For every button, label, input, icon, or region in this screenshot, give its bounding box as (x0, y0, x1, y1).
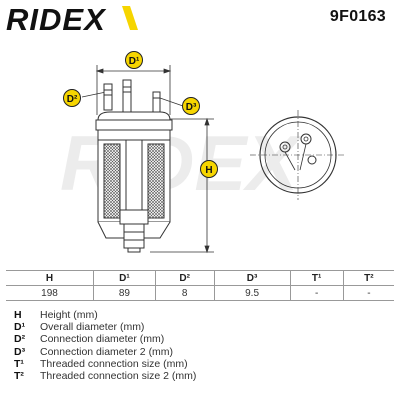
svg-text:D¹: D¹ (129, 56, 140, 67)
filter-side-view (95, 79, 173, 253)
svg-text:D²: D² (67, 94, 78, 105)
svg-text:D³: D³ (186, 102, 197, 113)
spec-header-row: H D¹ D² D³ T¹ T² (6, 270, 394, 286)
logo-accent (122, 6, 138, 30)
legend-item: D² Connection diameter (mm) (14, 333, 196, 345)
header-d1: D¹ (93, 270, 156, 286)
legend-text: Connection diameter 2 (mm) (40, 345, 174, 358)
legend-item: D¹ Overall diameter (mm) (14, 321, 196, 333)
header-t1: T¹ (289, 270, 344, 286)
spec-table: H D¹ D² D³ T¹ T² 198 89 8 9.5 - - (6, 270, 394, 301)
d3-leader (159, 97, 184, 107)
legend-symbol: T² (14, 370, 24, 383)
d2-leader (81, 91, 107, 98)
value-t2: - (342, 285, 394, 301)
legend-item: T¹ Threaded connection size (mm) (14, 358, 196, 370)
badge-d3: D³ (182, 97, 200, 115)
legend-text: Overall diameter (mm) (40, 321, 145, 334)
spec-value-row: 198 89 8 9.5 - - (6, 285, 394, 301)
legend-symbol: T¹ (14, 357, 24, 370)
legend-text: Threaded connection size (mm) (40, 357, 188, 370)
svg-text:H: H (205, 165, 212, 176)
legend-item: H Height (mm) (14, 309, 196, 321)
d1-dimension (95, 65, 172, 115)
badge-h: H (200, 160, 218, 178)
header-t2: T² (342, 270, 394, 286)
ridex-logo: RIDEX (6, 2, 138, 36)
logo-text: RIDEX (6, 2, 107, 36)
value-d2: 8 (154, 285, 215, 301)
header-d2: D² (154, 270, 215, 286)
legend-item: T² Threaded connection size 2 (mm) (14, 370, 196, 382)
badge-d2: D² (63, 89, 81, 107)
value-t1: - (289, 285, 344, 301)
legend-symbol: D³ (14, 345, 26, 358)
legend-text: Threaded connection size 2 (mm) (40, 370, 197, 383)
legend-symbol: D¹ (14, 321, 26, 334)
header-d3: D³ (213, 270, 291, 286)
technical-drawing: RIDEX (60, 51, 346, 254)
legend-item: D³ Connection diameter 2 (mm) (14, 346, 196, 358)
part-code: 9F0163 (329, 8, 386, 25)
badge-d1: D¹ (125, 51, 143, 69)
value-h: 198 (6, 285, 94, 301)
header-h: H (6, 270, 94, 286)
legend-symbol: H (14, 309, 22, 322)
legend-text: Connection diameter (mm) (40, 333, 165, 346)
value-d1: 89 (93, 285, 156, 301)
filter-top-view (250, 110, 346, 200)
legend-text: Height (mm) (40, 309, 98, 322)
value-d3: 9.5 (213, 285, 291, 301)
legend-symbol: D² (14, 333, 26, 346)
legend: H Height (mm) D¹ Overall diameter (mm) D… (14, 309, 196, 382)
